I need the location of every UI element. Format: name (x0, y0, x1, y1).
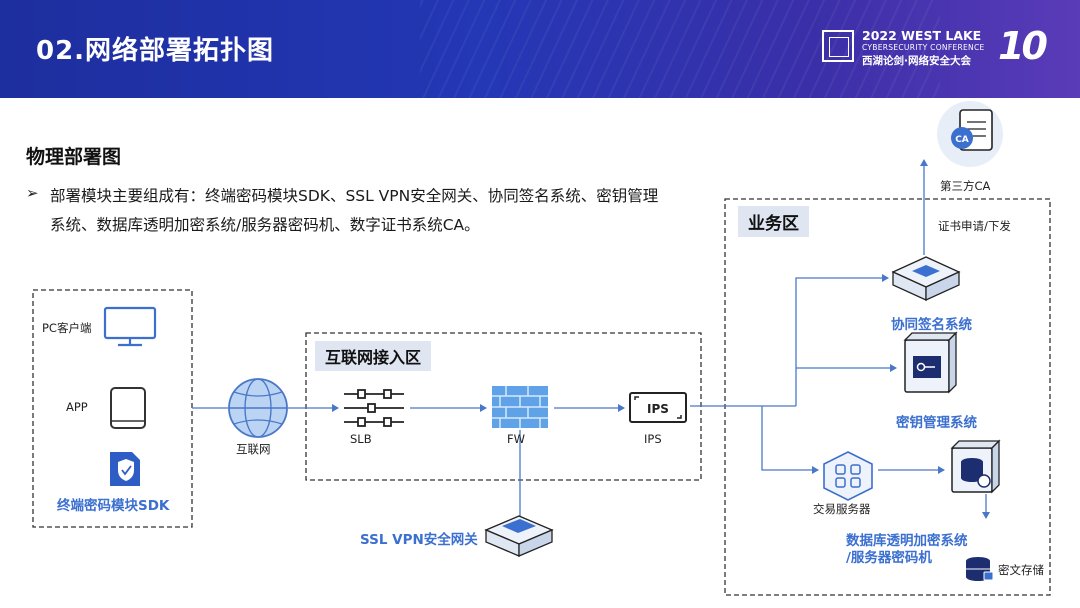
ca-certificate-icon: CA (937, 101, 1003, 167)
bullet-text: 部署模块主要组成有：终端密码模块SDK、SSL VPN安全网关、协同签名系统、密… (50, 187, 659, 234)
internet-label: 互联网 (236, 442, 271, 456)
ips-icon-text: IPS (647, 402, 669, 416)
anniversary-mark: 10 (998, 24, 1048, 68)
database-encryption-icon (950, 439, 1001, 494)
ca-icon-text: CA (955, 135, 969, 145)
pc-client-label: PC客户端 (42, 321, 92, 335)
bullet-marker: ➢ (26, 184, 39, 202)
vpn-gateway-icon (484, 515, 554, 557)
ips-label: IPS (644, 432, 662, 446)
section-subtitle: 物理部署图 (26, 146, 122, 168)
db-encryption-label-line1: 数据库透明加密系统 (846, 533, 968, 549)
cosign-server-icon (891, 256, 961, 302)
ca-label: 第三方CA (940, 179, 991, 193)
trade-server-label: 交易服务器 (813, 502, 871, 516)
business-zone-title: 业务区 (738, 206, 809, 237)
trade-server-icon (823, 451, 873, 501)
slb-label: SLB (350, 432, 372, 446)
slb-icon (344, 389, 404, 427)
header-banner: 02.网络部署拓扑图 2022 WEST LAKE CYBERSECURITY … (0, 0, 1080, 98)
vpn-gateway-label: SSL VPN安全网关 (360, 532, 478, 548)
app-label: APP (66, 400, 88, 414)
kms-label: 密钥管理系统 (896, 415, 977, 431)
tablet-icon (110, 387, 146, 429)
cert-request-label: 证书申请/下发 (938, 219, 1011, 233)
logo-line3: 西湖论剑·网络安全大会 (862, 55, 971, 67)
client-zone-box (32, 289, 193, 528)
link-to-cosign (795, 274, 889, 406)
page-title: 02.网络部署拓扑图 (36, 36, 275, 66)
logo-line1: 2022 WEST LAKE (862, 28, 982, 43)
ips-icon: IPS (629, 392, 687, 423)
conference-logo: 2022 WEST LAKE CYBERSECURITY CONFERENCE … (822, 24, 1052, 72)
globe-icon (228, 378, 288, 438)
storage-icon (966, 557, 994, 581)
seal-icon (822, 30, 854, 62)
business-zone-box (724, 198, 1051, 596)
sdk-shield-icon (110, 452, 140, 486)
logo-line2: CYBERSECURITY CONFERENCE (862, 43, 985, 52)
pc-icon (103, 306, 157, 347)
link-to-trade (761, 406, 819, 474)
storage-label: 密文存储 (998, 563, 1044, 577)
db-encryption-label-line2: /服务器密码机 (846, 550, 932, 566)
key-management-icon (903, 331, 958, 394)
firewall-icon (492, 386, 548, 428)
fw-label: FW (507, 432, 525, 446)
sdk-label: 终端密码模块SDK (57, 498, 170, 514)
cosign-system-label: 协同签名系统 (891, 317, 972, 333)
access-zone-title: 互联网接入区 (315, 341, 432, 371)
